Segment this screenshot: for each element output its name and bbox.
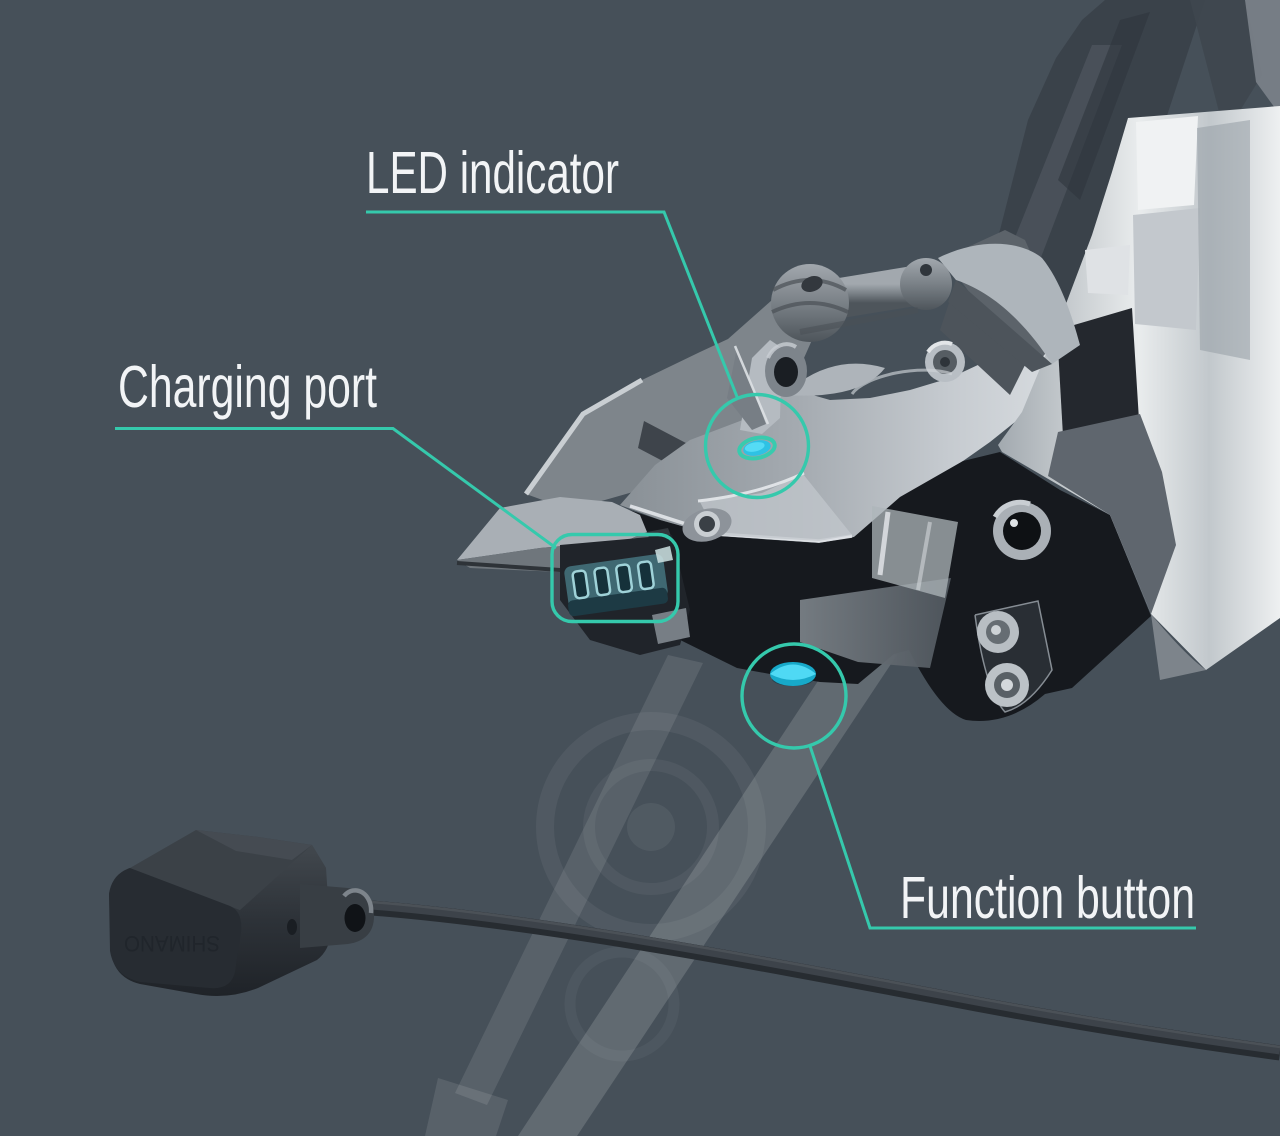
svg-text:SHIMANO: SHIMANO <box>124 931 220 956</box>
svg-text:Charging port: Charging port <box>118 354 377 420</box>
svg-text:LED indicator: LED indicator <box>366 140 619 206</box>
svg-text:Function button: Function button <box>900 865 1195 931</box>
